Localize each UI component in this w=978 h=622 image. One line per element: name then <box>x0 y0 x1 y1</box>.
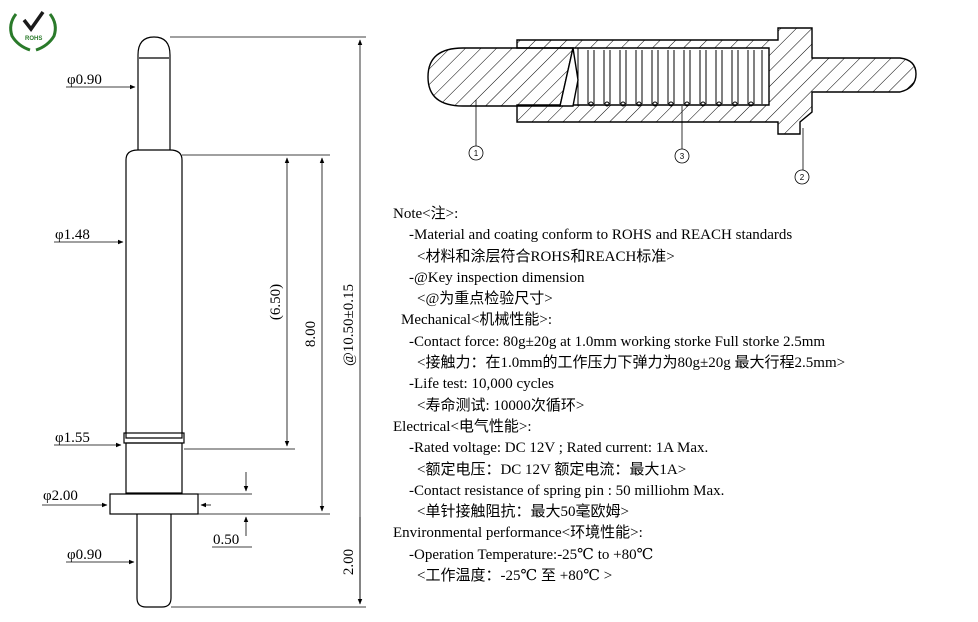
mechanical-title: Mechanical<机械性能>: <box>401 312 553 329</box>
total-length-label: @10.50±0.15 <box>341 284 357 366</box>
reference-length-label: (6.50) <box>268 284 284 320</box>
callout-2: 2 <box>800 173 805 182</box>
electrical-line-cn: <额定电压：DC 12V 额定电流：最大1A> <box>417 461 687 478</box>
environmental-line: -Operation Temperature:-25℃ to +80℃ <box>409 546 654 563</box>
electrical-line: -Contact resistance of spring pin : 50 m… <box>409 482 725 499</box>
mechanical-line-cn: <接触力：在1.0mm的工作压力下弹力为80g±20g 最大行程2.5mm> <box>417 355 846 372</box>
barrel-diameter-label: φ1.48 <box>55 227 90 243</box>
specification-notes: Note<注>: -Material and coating conform t… <box>393 204 978 587</box>
mechanical-line: -Life test: 10,000 cycles <box>409 376 554 393</box>
callout-1: 1 <box>474 149 479 158</box>
environmental-line-cn: <工作温度：-25℃ 至 +80℃ > <box>417 568 613 585</box>
mechanical-line-cn: <寿命测试: 10000次循环> <box>417 397 585 414</box>
check-icon <box>22 10 45 32</box>
tail-length-label: 2.00 <box>341 549 357 575</box>
pin-section-view <box>427 27 917 135</box>
callout-3: 3 <box>680 152 685 161</box>
note-line: -Material and coating conform to ROHS an… <box>409 227 793 244</box>
tip-diameter-label: φ0.90 <box>67 72 102 88</box>
barrel-length-label: 8.00 <box>303 321 319 347</box>
note-line-cn: <材料和涂层符合ROHS和REACH标准> <box>417 248 675 265</box>
note-line: -@Key inspection dimension <box>409 269 585 286</box>
dimension-lines <box>42 36 366 608</box>
groove-diameter-label: φ1.55 <box>55 430 90 446</box>
flange-diameter-label: φ2.00 <box>43 488 78 504</box>
flange-thickness-label: 0.50 <box>213 532 239 548</box>
note-title: Note<注>: <box>393 206 459 222</box>
electrical-line: -Rated voltage: DC 12V ; Rated current: … <box>409 440 709 457</box>
logo-text: ROHS <box>25 36 42 42</box>
spring-coils <box>577 48 763 107</box>
mechanical-line: -Contact force: 80g±20g at 1.0mm working… <box>409 333 826 350</box>
laurel-right-icon <box>35 13 57 52</box>
pin-side-view <box>109 36 199 608</box>
rohs-logo: ROHS <box>9 10 57 52</box>
laurel-left-icon <box>9 13 31 52</box>
electrical-line-cn: <单针接触阻抗：最大50毫欧姆> <box>417 504 629 521</box>
note-line-cn: <@为重点检验尺寸> <box>417 291 553 308</box>
environmental-title: Environmental performance<环境性能>: <box>393 525 643 542</box>
electrical-title: Electrical<电气性能>: <box>393 418 532 435</box>
tail-diameter-label: φ0.90 <box>67 547 102 563</box>
callout-leaders <box>468 100 810 185</box>
